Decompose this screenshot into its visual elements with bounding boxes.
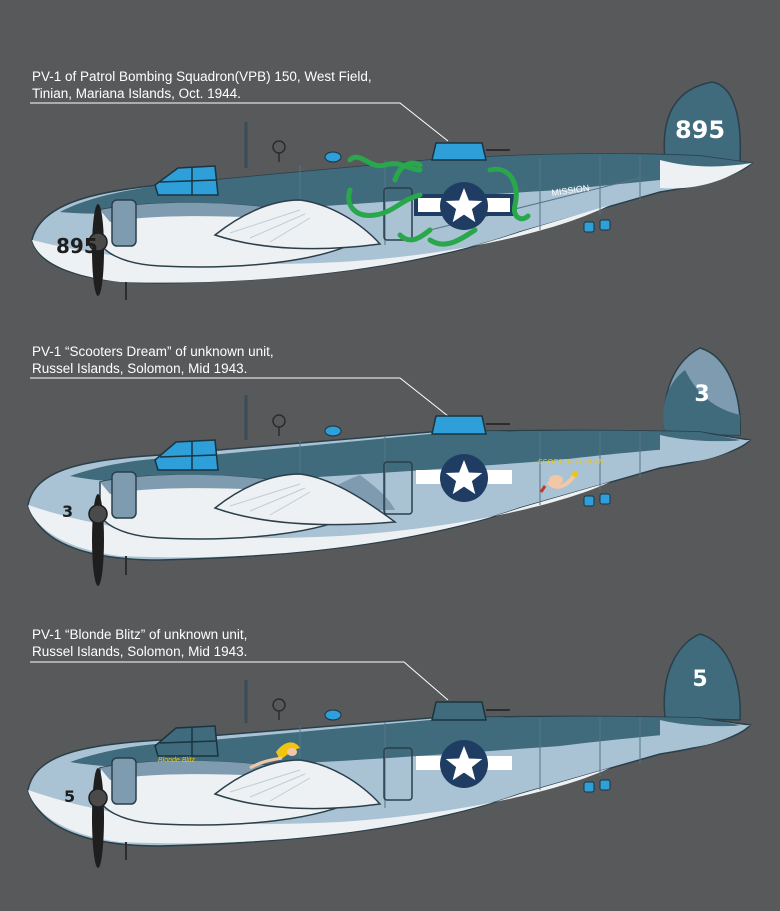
upper-camouflage [70, 716, 740, 768]
spinner [88, 788, 108, 808]
spinner [88, 232, 108, 252]
wing [213, 199, 382, 250]
dorsal-turret [431, 701, 487, 721]
aircraft-caption-3: PV-1 “Blonde Blitz” of unknown unit, Rus… [32, 626, 247, 660]
cockpit-canopy [154, 725, 219, 757]
leader-line [30, 102, 449, 142]
aircraft-profile-3: 5 5 [27, 633, 752, 868]
loop-antenna [272, 140, 286, 154]
national-insignia [416, 740, 512, 788]
national-insignia [416, 454, 512, 502]
cockpit-canopy [154, 439, 219, 471]
tail-number: 5 [692, 667, 707, 692]
tail-number: 3 [694, 382, 709, 407]
pinup-nose-art: SCOOTERS DREAM [538, 459, 605, 493]
caption-line-2: Tinian, Mariana Islands, Oct. 1944. [32, 86, 241, 101]
entry-door [383, 747, 413, 801]
caption-line-1: PV-1 “Blonde Blitz” of unknown unit, [32, 627, 248, 642]
tail-fin [663, 81, 742, 163]
caption-line-2: Russel Islands, Solomon, Mid 1943. [32, 644, 248, 659]
aircraft-profile-1: 895 [30, 81, 754, 300]
tail-number: 895 [675, 116, 725, 144]
upper-camouflage [60, 153, 752, 214]
aircraft-caption-2: PV-1 “Scooters Dream” of unknown unit, R… [32, 343, 274, 377]
entry-door [383, 461, 413, 515]
octopus-nose-art [346, 154, 531, 247]
spinner [88, 504, 108, 524]
dorsal-turret [431, 415, 487, 435]
caption-line-2: Russel Islands, Solomon, Mid 1943. [32, 361, 248, 376]
nose-art-name: Blonde Blitz [158, 757, 195, 764]
nose-number: 895 [56, 234, 98, 258]
wing [213, 759, 382, 810]
loop-antenna [272, 414, 286, 428]
aircraft-caption-1: PV-1 of Patrol Bombing Squadron(VPB) 150… [32, 68, 372, 102]
blonde-nose-art: Blonde Blitz [158, 742, 300, 770]
aircraft-profile-2: 3 3 [27, 347, 752, 586]
leader-line [30, 377, 449, 417]
tail-fin [663, 633, 741, 721]
nose-number: 5 [64, 787, 75, 806]
nose-number: 3 [62, 502, 73, 521]
loop-antenna [272, 698, 286, 712]
national-insignia [414, 182, 514, 230]
dorsal-turret [431, 142, 487, 161]
caption-line-1: PV-1 of Patrol Bombing Squadron(VPB) 150… [32, 69, 372, 84]
leader-line [30, 661, 449, 701]
nose-art-name: SCOOTERS DREAM [538, 459, 605, 466]
propeller [92, 768, 104, 868]
upper-camouflage [70, 430, 740, 483]
caption-line-1: PV-1 “Scooters Dream” of unknown unit, [32, 344, 274, 359]
wing [213, 473, 398, 526]
